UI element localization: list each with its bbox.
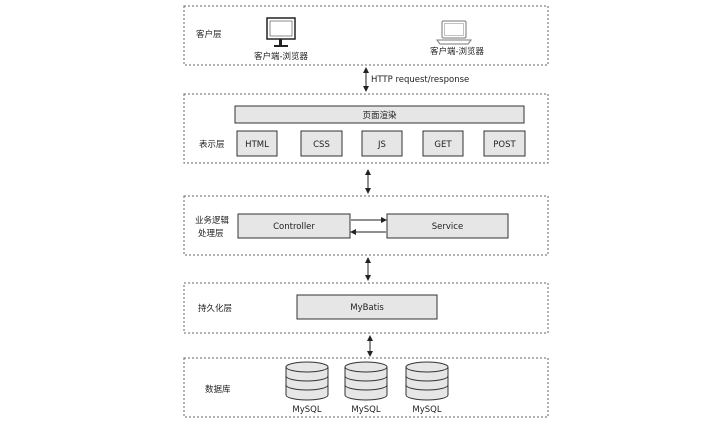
- service-box: [386, 213, 509, 239]
- client-layer-border: [183, 5, 549, 66]
- js-label: JS: [377, 140, 386, 150]
- presentation-layer-border: [183, 93, 549, 164]
- mybatis-box: [296, 294, 438, 320]
- business-layer-label-line1: 业务逻辑: [195, 215, 230, 226]
- presentation-layer-label: 表示层: [199, 139, 225, 150]
- mybatis-label: MyBatis: [350, 303, 384, 313]
- html-box: [236, 130, 278, 157]
- database-layer-border: [183, 357, 549, 418]
- business-layer: 业务逻辑 处理层 Controller Service: [183, 195, 549, 256]
- presentation-layer: 表示层 页面渲染 HTML CSS JS GET POST: [183, 93, 549, 164]
- mysql-caption-3: MySQL: [412, 405, 441, 415]
- client-layer: 客户层 客户端-浏览器 客户端-浏览器: [183, 5, 549, 66]
- mysql-caption-2: MySQL: [351, 405, 380, 415]
- persistence-layer: 持久化层 MyBatis: [183, 282, 549, 334]
- laptop-icon: [436, 20, 472, 45]
- desktop-caption: 客户端-浏览器: [254, 51, 309, 62]
- persistence-layer-border: [183, 282, 549, 334]
- get-box: [422, 130, 464, 157]
- desktop-monitor-icon: [266, 17, 296, 47]
- database-layer: 数据库 MySQL MySQL MySQL: [183, 357, 549, 418]
- laptop-caption: 客户端-浏览器: [430, 46, 485, 57]
- database-layer-label: 数据库: [205, 384, 231, 395]
- service-label: Service: [432, 222, 463, 232]
- css-box: [300, 130, 343, 157]
- css-label: CSS: [313, 140, 330, 150]
- database-cylinder-icon: [285, 361, 329, 401]
- controller-label: Controller: [273, 222, 315, 232]
- database-cylinder-icon: [344, 361, 388, 401]
- html-label: HTML: [245, 140, 269, 150]
- business-layer-label-line2: 处理层: [198, 228, 224, 239]
- js-box: [361, 130, 403, 157]
- http-connector-label: HTTP request/response: [371, 75, 469, 85]
- persistence-layer-label: 持久化层: [198, 303, 232, 314]
- get-label: GET: [434, 140, 452, 150]
- mysql-caption-1: MySQL: [292, 405, 321, 415]
- database-cylinder-icon: [405, 361, 449, 401]
- client-layer-label: 客户层: [196, 29, 222, 40]
- page-render-label: 页面渲染: [362, 110, 397, 121]
- post-box: [483, 130, 526, 157]
- post-label: POST: [493, 140, 516, 150]
- controller-box: [237, 213, 351, 239]
- business-layer-border: [183, 195, 549, 256]
- page-render-banner: [234, 105, 525, 124]
